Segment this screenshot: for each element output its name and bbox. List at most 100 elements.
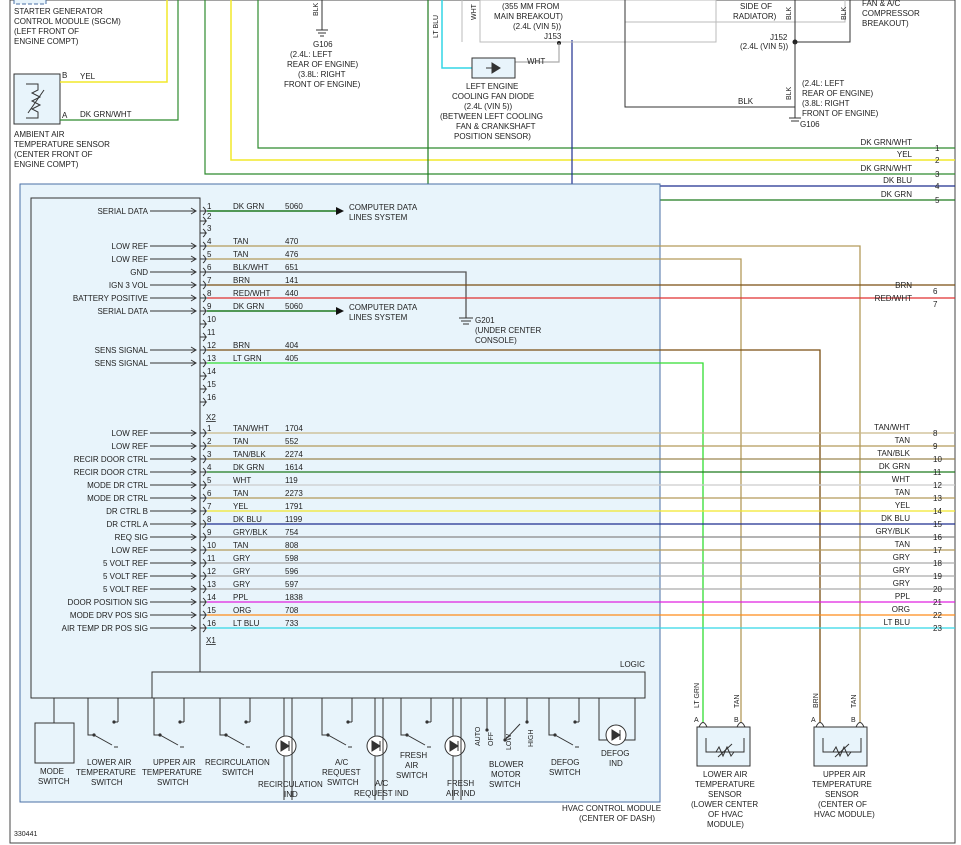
- x1-right-label-2: TAN: [895, 436, 911, 445]
- x1-right-num-2: 9: [933, 442, 938, 451]
- x1-color-7: YEL: [233, 502, 249, 511]
- x2-func-9: SERIAL DATA: [97, 307, 148, 316]
- ac-req-switch-symbol-pivot: [326, 733, 330, 737]
- x2-arrow-6: [150, 268, 197, 276]
- blower-auto: AUTO: [475, 726, 482, 746]
- ac-req-line-3: SWITCH: [327, 778, 359, 787]
- blower-line-3: SWITCH: [489, 780, 521, 789]
- blower-contact-auto: [485, 728, 489, 732]
- x1-color-16: LT BLU: [233, 619, 260, 628]
- g201-ground: G201 (UNDER CENTER CONSOLE): [475, 316, 541, 345]
- x2-func-13: SENS SIGNAL: [95, 359, 149, 368]
- x1-func-7: DR CTRL B: [106, 507, 148, 516]
- x1-right-num-12: 19: [933, 572, 942, 581]
- ac-req-ind-symbol-glyph: [371, 740, 381, 752]
- x1-right-num-9: 16: [933, 533, 942, 542]
- x1-pin-num-4: 4: [207, 463, 212, 472]
- x1-pin-16-pin: [202, 623, 206, 633]
- x1-circuit-11: 598: [285, 554, 299, 563]
- x1-pin-6-pin: [202, 493, 206, 503]
- x1-right-label-7: YEL: [895, 501, 911, 510]
- x1-arrow-7: [150, 507, 197, 515]
- right-top-wire-labels: DK GRN/WHT 1 YEL 2 DK GRN/WHT 3 DK BLU 4…: [860, 138, 940, 205]
- diode-line-2: COOLING FAN DIODE: [452, 92, 534, 101]
- x1-arrow-6: [150, 494, 197, 502]
- rt-label-5: DK GRN: [881, 190, 912, 199]
- x1-pin-num-15: 15: [207, 606, 216, 615]
- x2-circuit-4: 470: [285, 237, 299, 246]
- blower-contact-high: [525, 720, 529, 724]
- x1-pin-num-9: 9: [207, 528, 212, 537]
- ac-req-ind-line-2: REQUEST IND: [354, 789, 409, 798]
- x2-dest-9-2: LINES SYSTEM: [349, 313, 408, 322]
- x2-pin-num-4: 4: [207, 237, 212, 246]
- upper-sensor-pin-b: B: [851, 717, 856, 724]
- x1-right-num-15: 22: [933, 611, 942, 620]
- x1-right-label-11: GRY: [893, 553, 911, 562]
- x2-pin-num-10: 10: [207, 315, 216, 324]
- g106-right-line-2: REAR OF ENGINE): [802, 89, 873, 98]
- upper-air-switch-symbol-pivot: [158, 733, 162, 737]
- x2-func-8: BATTERY POSITIVE: [73, 294, 148, 303]
- x2-color-1: DK GRN: [233, 202, 264, 211]
- fresh-air-switch-symbol: [400, 698, 431, 748]
- x1-func-5: MODE DR CTRL: [87, 481, 148, 490]
- x1-right-num-1: 8: [933, 429, 938, 438]
- recirc-switch-symbol-dot: [244, 720, 248, 724]
- x1-arrow-8: [150, 520, 197, 528]
- blower-line-1: BLOWER: [489, 760, 524, 769]
- wire-lt-blu-label: LT BLU: [433, 15, 440, 38]
- x1-func-12: 5 VOLT REF: [103, 572, 148, 581]
- fresh-air-ind-symbol-glyph: [449, 740, 459, 752]
- x2-circuit-13: 405: [285, 354, 299, 363]
- x2-arrow-1: [150, 207, 197, 215]
- defog-ind-line-1: DEFOG: [601, 749, 629, 758]
- upper-air-switch-symbol-dot: [178, 720, 182, 724]
- x2-circuit-1: 5060: [285, 202, 303, 211]
- x1-circuit-4: 1614: [285, 463, 303, 472]
- blk-vert-2: BLK: [841, 6, 848, 20]
- x1-pin-num-5: 5: [207, 476, 212, 485]
- lower-sensor-pin-b: B: [734, 717, 739, 724]
- diode-line-6: POSITION SENSOR): [454, 132, 531, 141]
- x1-pin-12-pin: [202, 571, 206, 581]
- x1-arrow-10: [150, 546, 197, 554]
- x1-func-10: LOW REF: [112, 546, 149, 555]
- x2-pin-8-pin: [202, 293, 206, 303]
- module-line-2: (CENTER OF DASH): [579, 814, 655, 823]
- fresh-air-line-2: AIR: [405, 761, 419, 770]
- wire-x2-12: [207, 349, 821, 722]
- x1-color-12: GRY: [233, 567, 251, 576]
- x1-circuit-1: 1704: [285, 424, 303, 433]
- wire-x2-9-arrow: [336, 307, 344, 315]
- x1-color-1: TAN/WHT: [233, 424, 269, 433]
- g106-left-line-1: G106: [313, 40, 333, 49]
- x2-arrow-4: [150, 242, 197, 250]
- recirc-switch-symbol: [219, 698, 250, 748]
- lower-air-switch-symbol-dot: [112, 720, 116, 724]
- x1-pin-3-pin: [202, 454, 206, 464]
- blower-pivot: [503, 738, 507, 742]
- x1-right-num-14: 21: [933, 598, 942, 607]
- g106-left-line-2: (2.4L: LEFT: [290, 50, 332, 59]
- x1-right-label-10: TAN: [895, 540, 911, 549]
- sensor-pin-lower-a: [698, 722, 708, 728]
- ambient-pin-b: B: [62, 71, 67, 80]
- lower-air-switch-symbol: [87, 698, 118, 748]
- blk-horiz: BLK: [738, 97, 754, 106]
- wire-ambient-yel-label: YEL: [80, 72, 96, 81]
- g106-left-blk: BLK: [313, 2, 320, 16]
- upper-sensor-wire-a: BRN: [813, 693, 820, 708]
- sensor-pin-upper-a: [815, 722, 825, 728]
- x2-label: X2: [206, 413, 216, 422]
- x1-pin-11-pin: [202, 558, 206, 568]
- x1-right-label-4: DK GRN: [879, 462, 910, 471]
- logic-block: [151, 671, 646, 699]
- x1-color-9: GRY/BLK: [233, 528, 268, 537]
- rm-label-6: BRN: [895, 281, 912, 290]
- x1-pin-15-pin: [202, 610, 206, 620]
- x2-arrow-5: [150, 255, 197, 263]
- logic-label: LOGIC: [620, 660, 645, 669]
- x2-pin-3-pin: [202, 228, 206, 238]
